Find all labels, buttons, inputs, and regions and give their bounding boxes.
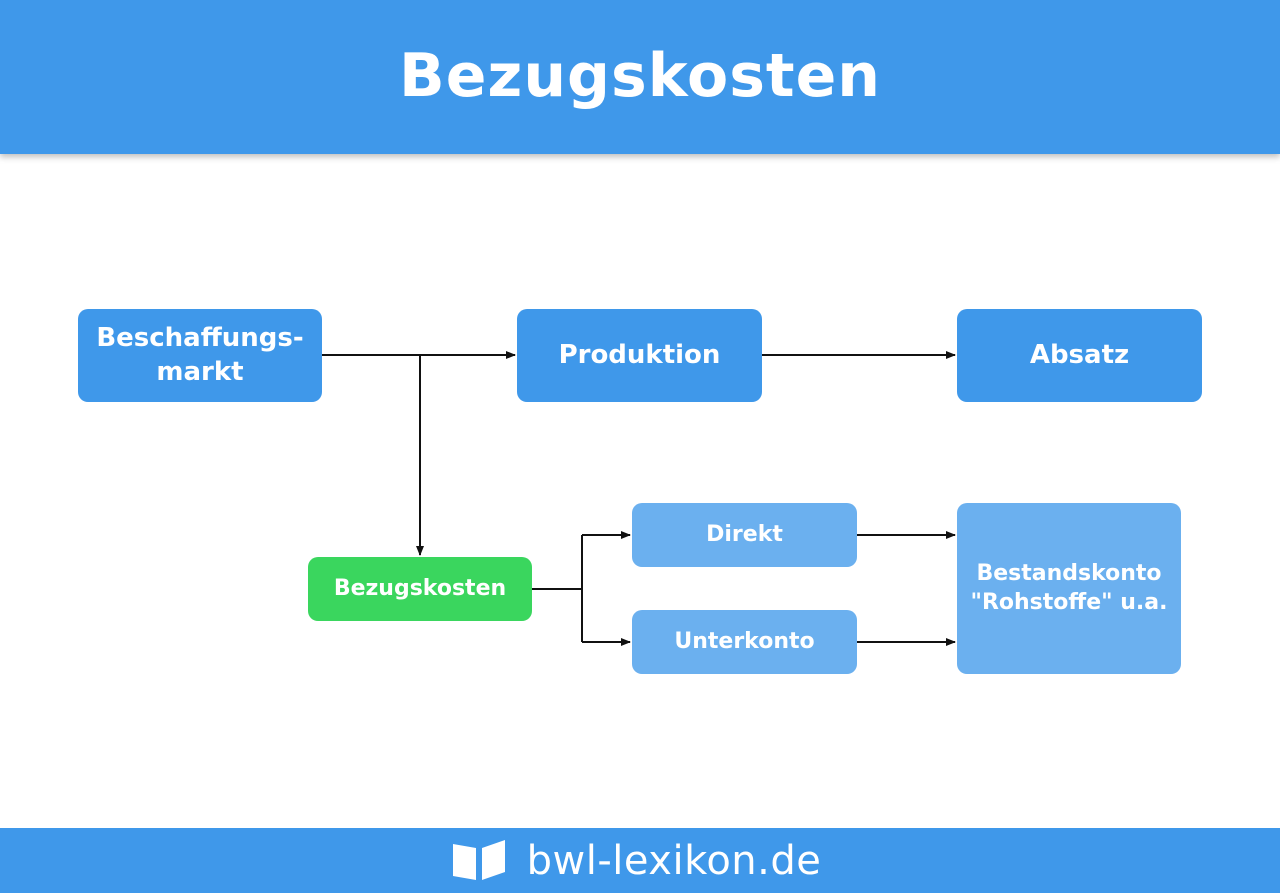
node-label: Unterkonto xyxy=(674,628,815,654)
node-label: Direkt xyxy=(706,521,783,547)
node-bestandskonto: Bestandskonto "Rohstoffe" u.a. xyxy=(957,503,1181,674)
brand-logo[interactable]: bwl-lexikon.de xyxy=(449,836,822,886)
node-label: Absatz xyxy=(1029,339,1130,370)
node-produktion: Produktion xyxy=(517,309,762,402)
open-book-icon xyxy=(449,836,509,886)
node-direkt: Direkt xyxy=(632,503,857,567)
node-label: Beschaffungs- markt xyxy=(96,322,304,387)
node-unterkonto: Unterkonto xyxy=(632,610,857,674)
node-bezugskosten: Bezugskosten xyxy=(308,557,532,621)
page-title: Bezugskosten xyxy=(398,41,882,111)
node-absatz: Absatz xyxy=(957,309,1202,402)
node-label: Bestandskonto "Rohstoffe" u.a. xyxy=(970,560,1168,615)
node-beschaffungsmarkt: Beschaffungs- markt xyxy=(78,309,322,402)
footer-banner: bwl-lexikon.de xyxy=(0,828,1280,893)
node-label: Bezugskosten xyxy=(333,575,507,601)
node-label: Produktion xyxy=(558,339,721,370)
header-banner: Bezugskosten xyxy=(0,0,1280,154)
brand-name: bwl-lexikon.de xyxy=(526,837,822,884)
